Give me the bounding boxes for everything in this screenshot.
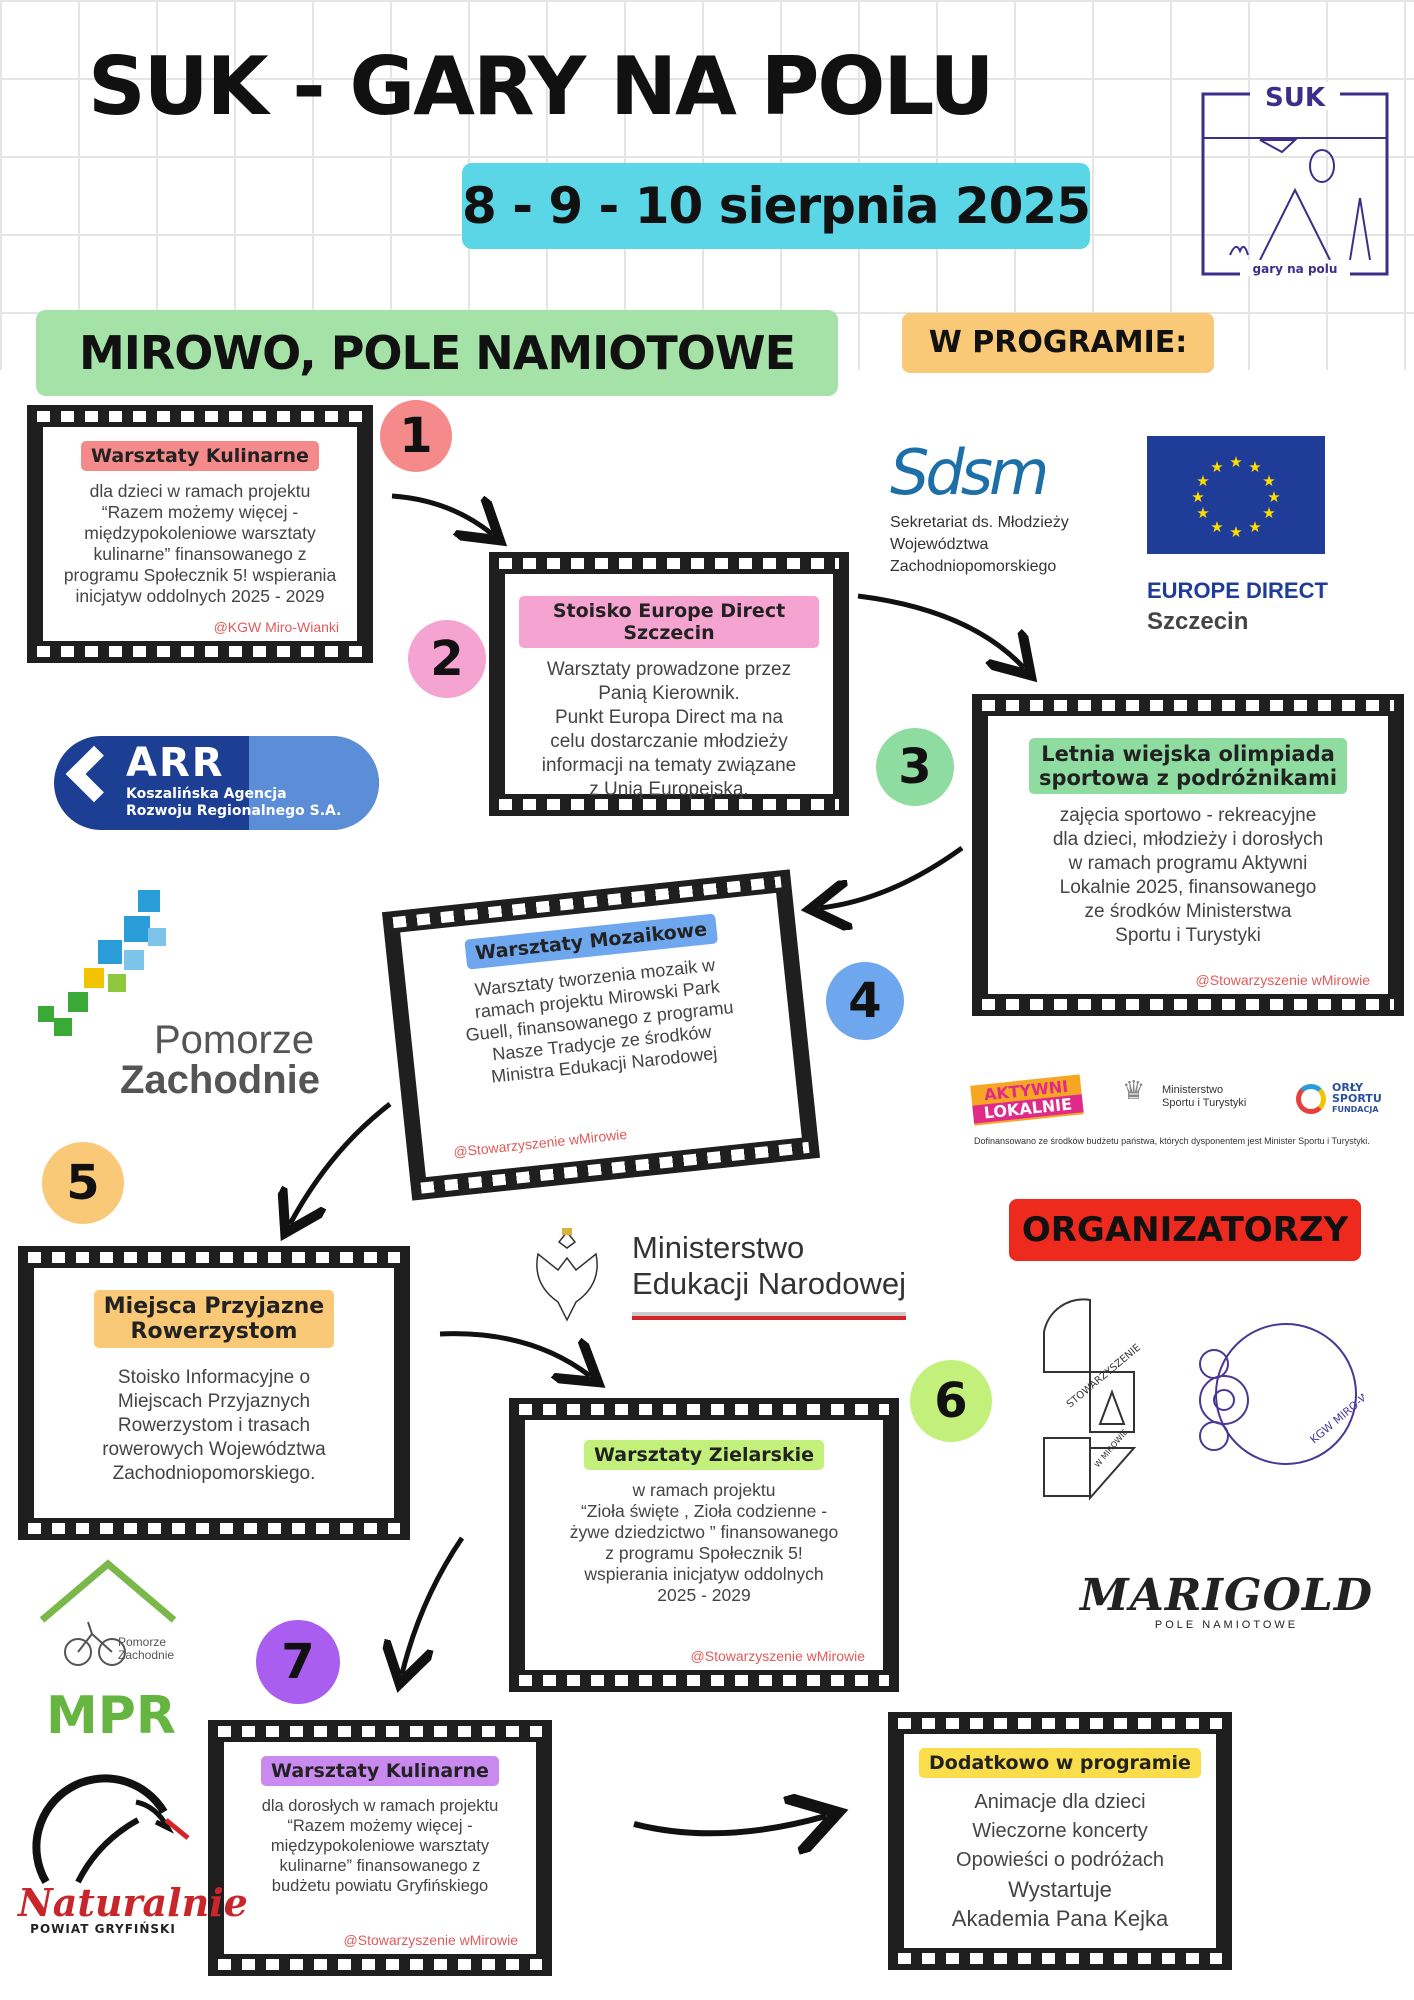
step-3-number: 3 (876, 728, 954, 806)
step-5-card: Miejsca Przyjazne Rowerzystom Stoisko In… (18, 1246, 410, 1540)
extra-program-list: Animacje dla dzieci Wieczorne koncerty O… (918, 1788, 1202, 1933)
eagle-icon: ♛ (1122, 1075, 1146, 1105)
svg-text:★: ★ (1210, 518, 1223, 536)
page-title: SUK - GARY NA POLU (88, 40, 995, 133)
sdsm-logo: Sdsm Sekretariat ds. Młodzieży Województ… (890, 436, 1069, 576)
step-6-credit: @Stowarzyszenie wMirowie (690, 1648, 865, 1664)
arrow-4-5 (290, 1102, 392, 1224)
arrow-3-4 (820, 845, 964, 908)
step-6-card: Warsztaty Zielarskie w ramach projektu “… (509, 1398, 899, 1692)
event-dates: 8 - 9 - 10 sierpnia 2025 (462, 163, 1091, 249)
svg-text:★: ★ (1267, 488, 1280, 506)
step-6-desc: w ramach projektu “Zioła święte , Zioła … (569, 1480, 839, 1605)
pomorze-zachodnie-logo: Pomorze Zachodnie (120, 1018, 321, 1102)
svg-text:★: ★ (1191, 488, 1204, 506)
step-2-desc: Warsztaty prowadzone przez Panią Kierown… (541, 659, 797, 800)
pomorze-zachodnie-mark (28, 888, 168, 1038)
step-3-desc: zajęcia sportowo - rekreacyjne dla dziec… (1052, 805, 1324, 946)
mpr-icon (38, 1556, 178, 1676)
svg-text:★: ★ (1248, 458, 1261, 476)
step-7-credit: @Stowarzyszenie wMirowie (343, 1932, 518, 1948)
step-7-number: 7 (256, 1620, 340, 1704)
program-heading: W PROGRAMIE: (902, 313, 1214, 373)
naturalnie-logo: Naturalnie POWIAT GRYFIŃSKI (18, 1880, 248, 1937)
svg-text:★: ★ (1262, 472, 1275, 490)
step-4-number: 4 (826, 962, 904, 1040)
ministerstwo-sportu-logo: ♛ Ministerstwo Sportu i Turystyki (1122, 1075, 1247, 1109)
extra-item: Opowieści o podróżach (956, 1849, 1164, 1871)
step-1-credit: @KGW Miro-Wianki (213, 619, 339, 635)
step-1-tag: Warsztaty Kulinarne (81, 441, 319, 471)
stowarzyszenie-logo: STOWARZYSZENIE W MIROWIE (1040, 1298, 1152, 1512)
svg-text:SUK: SUK (1265, 83, 1326, 113)
mpr-subtitle: Pomorze Zachodnie (118, 1635, 175, 1662)
eu-flag: ★★★★ ★★★★ ★★★★ (1147, 436, 1325, 554)
orly-icon (1296, 1084, 1326, 1114)
svg-text:★: ★ (1196, 472, 1209, 490)
arrow-5-6 (439, 1331, 590, 1376)
step-2-number: 2 (408, 620, 486, 698)
svg-text:★: ★ (1196, 504, 1209, 522)
organizers-label: ORGANIZATORZY (1009, 1199, 1361, 1261)
extra-item: Wystartuje (1008, 1877, 1112, 1902)
kgw-miro-wianki-logo: KGW MIRO-WIANKI W MIROWIE (1184, 1316, 1414, 1476)
svg-text:★: ★ (1248, 518, 1261, 536)
step-3-tag: Letnia wiejska olimpiada sportowa z podr… (1028, 738, 1348, 794)
step-1-card: Warsztaty Kulinarne dla dzieci w ramach … (27, 405, 373, 663)
arrow-1-2 (391, 493, 492, 534)
step-5-desc: Stoisko Informacyjne o Miejscach Przyjaz… (102, 1367, 326, 1484)
svg-text:★: ★ (1229, 523, 1242, 541)
naturalnie-icon (16, 1772, 192, 1892)
arrow-2-3 (857, 593, 1024, 668)
extra-program-card: Dodatkowo w programie Animacje dla dziec… (888, 1712, 1232, 1970)
arrow-6-7 (402, 1536, 465, 1674)
step-7-tag: Warsztaty Kulinarne (261, 1756, 499, 1786)
step-2-tag: Stoisko Europe Direct Szczecin (519, 596, 819, 648)
orly-sportu-logo: ORŁY SPORTU FUNDACJA (1296, 1082, 1382, 1115)
svg-text:STOWARZYSZENIE: STOWARZYSZENIE (1065, 1342, 1143, 1410)
step-1-number: 1 (380, 400, 452, 472)
step-6-number: 6 (910, 1360, 992, 1442)
step-3-credit: @Stowarzyszenie wMirowie (1195, 972, 1370, 988)
step-5-number: 5 (42, 1142, 124, 1224)
extra-item: Wieczorne koncerty (972, 1820, 1148, 1842)
eagle-icon (536, 1228, 598, 1322)
step-2-card: Stoisko Europe Direct Szczecin Warsztaty… (489, 552, 849, 816)
dofinansowano-note: Dofinansowano ze środków budżetu państwa… (974, 1136, 1370, 1146)
event-location: MIROWO, POLE NAMIOTOWE (36, 310, 838, 396)
marigold-logo: MARIGOLD POLE NAMIOTOWE (1080, 1570, 1373, 1631)
arr-logo: ARR Koszalińska Agencja Rozwoju Regional… (54, 736, 379, 830)
svg-text:gary na polu: gary na polu (1253, 262, 1338, 276)
step-1-desc: dla dzieci w ramach projektu “Razem może… (63, 481, 337, 606)
step-6-tag: Warsztaty Zielarskie (583, 1440, 825, 1470)
mpr-logo: MPR (46, 1686, 176, 1746)
extra-program-tag: Dodatkowo w programie (919, 1748, 1201, 1778)
step-3-card: Letnia wiejska olimpiada sportowa z podr… (972, 694, 1404, 1016)
step-7-card: Warsztaty Kulinarne dla dorosłych w rama… (208, 1720, 552, 1976)
europe-direct-logo: EUROPE DIRECT Szczecin (1147, 578, 1328, 635)
svg-text:★: ★ (1262, 504, 1275, 522)
extra-item: Animacje dla dzieci (974, 1791, 1146, 1813)
arrow-7-extra (633, 1816, 826, 1833)
suk-logo: SUK gary na polu (1200, 80, 1390, 278)
step-5-tag: Miejsca Przyjazne Rowerzystom (93, 1290, 335, 1348)
svg-text:★: ★ (1210, 458, 1223, 476)
svg-text:★: ★ (1229, 453, 1242, 471)
extra-item: Akademia Pana Kejka (951, 1906, 1169, 1931)
step-7-desc: dla dorosłych w ramach projektu “Razem m… (261, 1797, 499, 1895)
